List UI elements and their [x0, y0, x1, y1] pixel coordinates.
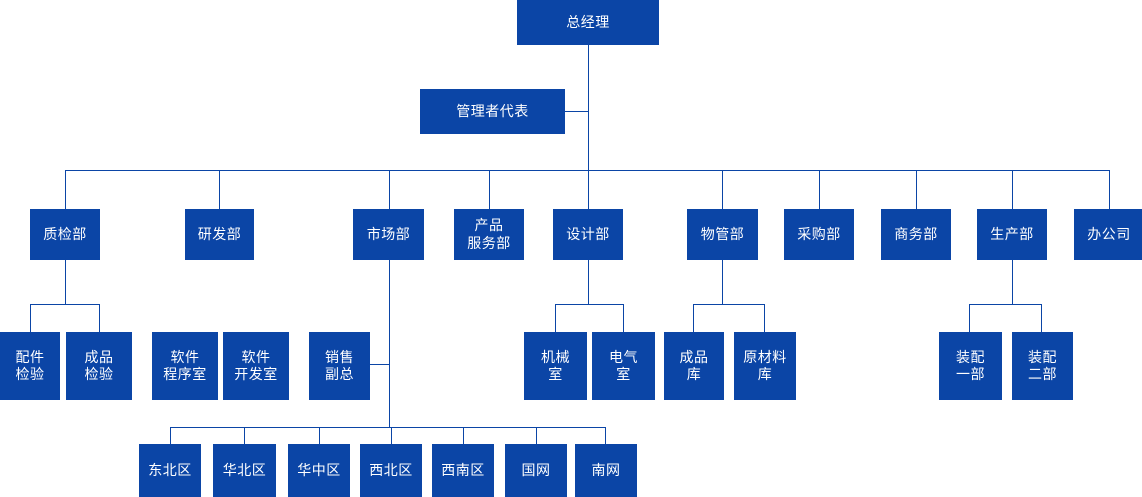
node-region-central-china[interactable]: 华中区	[288, 444, 350, 497]
connector-design-to-mechanical	[555, 304, 556, 332]
connector-production-to-assembly2	[1041, 304, 1042, 332]
connector-drop-market	[389, 170, 390, 209]
node-product-service-department[interactable]: 产品 服务部	[454, 209, 524, 260]
connector-qc-to-finished	[99, 304, 100, 332]
node-rnd-department[interactable]: 研发部	[185, 209, 254, 260]
connector-drop-material-mgmt	[722, 170, 723, 209]
node-finished-goods-warehouse[interactable]: 成品 库	[664, 332, 724, 400]
node-region-state-grid[interactable]: 国网	[505, 444, 567, 497]
node-region-southern-grid[interactable]: 南网	[575, 444, 637, 497]
node-office-department[interactable]: 办公司	[1074, 209, 1142, 260]
node-region-northwest[interactable]: 西北区	[360, 444, 422, 497]
connector-drop-office	[1109, 170, 1110, 209]
node-management-representative[interactable]: 管理者代表	[420, 89, 565, 134]
node-material-management-department[interactable]: 物管部	[687, 209, 758, 260]
node-finished-goods-inspection[interactable]: 成品 检验	[66, 332, 132, 400]
connector-production-stem	[1012, 260, 1013, 304]
node-design-department[interactable]: 设计部	[553, 209, 623, 260]
node-quality-department[interactable]: 质检部	[30, 209, 100, 260]
node-software-development-office[interactable]: 软件 开发室	[223, 332, 289, 400]
connector-design-bus	[555, 304, 624, 305]
connector-production-bus	[969, 304, 1042, 305]
node-production-department[interactable]: 生产部	[977, 209, 1047, 260]
node-parts-inspection[interactable]: 配件 检验	[0, 332, 60, 400]
connector-ceo-stem	[588, 45, 589, 170]
node-purchasing-department[interactable]: 采购部	[784, 209, 854, 260]
node-region-north-china[interactable]: 华北区	[213, 444, 276, 497]
connector-drop-product-service	[489, 170, 490, 209]
connector-material-to-finished-store	[693, 304, 694, 332]
connector-design-stem	[588, 260, 589, 304]
node-ceo[interactable]: 总经理	[517, 0, 659, 45]
node-electrical-office[interactable]: 电气 室	[592, 332, 655, 400]
connector-region-to-nc	[244, 427, 245, 444]
node-business-department[interactable]: 商务部	[881, 209, 951, 260]
connector-qc-to-parts	[30, 304, 31, 332]
node-sales-vice-president[interactable]: 销售 副总	[309, 332, 370, 400]
connector-production-to-assembly1	[969, 304, 970, 332]
node-region-southwest[interactable]: 西南区	[432, 444, 494, 497]
connector-qc-stem	[65, 260, 66, 304]
connector-material-bus	[693, 304, 765, 305]
connector-qc-bus	[30, 304, 100, 305]
connector-drop-production	[1012, 170, 1013, 209]
connector-material-to-raw-store	[764, 304, 765, 332]
connector-region-to-sw	[463, 427, 464, 444]
connector-region-to-cc	[319, 427, 320, 444]
connector-region-to-sg	[536, 427, 537, 444]
node-mechanical-office[interactable]: 机械 室	[524, 332, 587, 400]
connector-material-stem	[722, 260, 723, 304]
connector-dept-bus	[65, 170, 1110, 171]
connector-drop-design	[588, 170, 589, 209]
node-raw-material-warehouse[interactable]: 原材料 库	[734, 332, 796, 400]
connector-market-spine	[389, 260, 390, 428]
connector-drop-rnd	[219, 170, 220, 209]
node-assembly-division-one[interactable]: 装配 一部	[939, 332, 1002, 400]
node-assembly-division-two[interactable]: 装配 二部	[1012, 332, 1073, 400]
connector-drop-purchase	[819, 170, 820, 209]
connector-drop-business	[916, 170, 917, 209]
node-market-department[interactable]: 市场部	[353, 209, 424, 260]
connector-design-to-electrical	[623, 304, 624, 332]
connector-region-bus	[170, 427, 606, 428]
connector-region-to-nw	[391, 427, 392, 444]
node-region-northeast[interactable]: 东北区	[139, 444, 201, 497]
connector-drop-qc	[65, 170, 66, 209]
connector-region-to-csg	[605, 427, 606, 444]
connector-mgmt-rep-link	[565, 111, 589, 112]
connector-region-to-ne	[170, 427, 171, 444]
connector-market-to-sales-vp	[370, 364, 390, 365]
node-software-program-office[interactable]: 软件 程序室	[152, 332, 218, 400]
